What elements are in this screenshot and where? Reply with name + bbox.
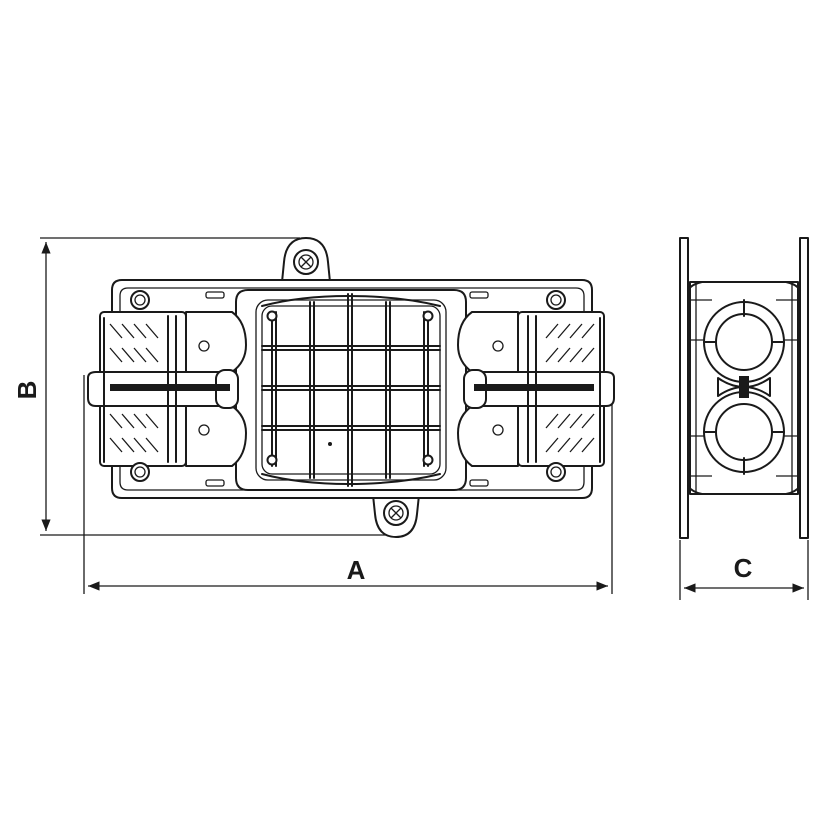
dimension-c-label: C	[734, 553, 753, 583]
dimension-c: C	[679, 540, 809, 600]
side-view-right-flange	[799, 237, 809, 539]
front-view	[87, 237, 615, 538]
dimension-a-label: A	[347, 555, 366, 585]
dimension-b: B	[12, 237, 395, 536]
top-mounting-lug	[281, 237, 331, 283]
bottom-mounting-lug	[372, 494, 420, 538]
dimension-b-label: B	[12, 381, 42, 400]
dimension-a: A	[83, 375, 613, 594]
wire-cage	[261, 293, 441, 487]
side-view	[679, 237, 809, 539]
side-view-cable-ports	[703, 299, 785, 475]
side-view-left-flange	[679, 237, 689, 539]
left-cable-entry	[87, 290, 247, 482]
right-cable-entry	[457, 290, 615, 482]
